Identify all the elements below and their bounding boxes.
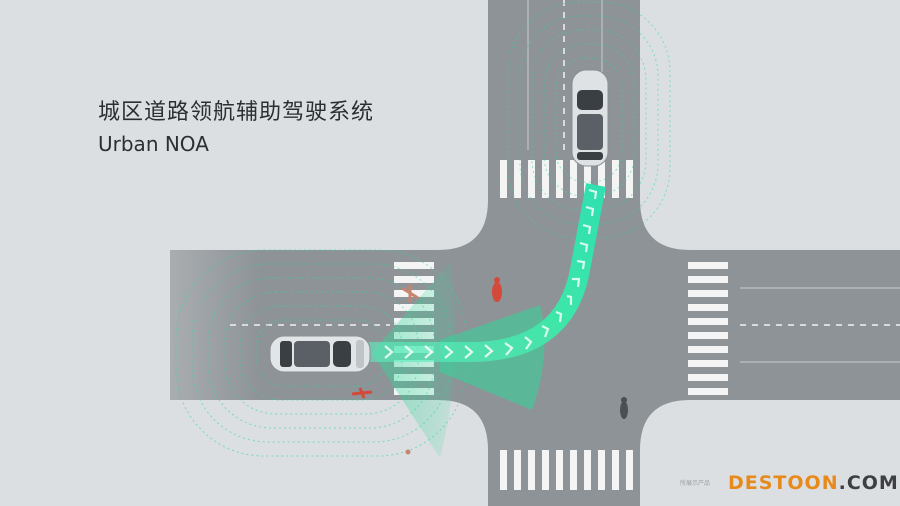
watermark: DESTOON.COM — [728, 472, 899, 494]
crosswalk-east — [688, 262, 728, 395]
pedestrian-icon — [620, 397, 628, 419]
crosswalk-north — [500, 160, 633, 198]
feature-title-chinese: 城区道路领航辅助驾驶系统 — [98, 100, 375, 125]
cyclist-icon — [492, 277, 502, 302]
oncoming-car-icon — [571, 69, 609, 167]
pedestrian-icon — [405, 449, 411, 455]
path-chevrons — [384, 188, 598, 359]
watermark-brand: DESTOON — [728, 472, 839, 494]
ego-car-icon — [269, 335, 371, 373]
oncoming-car-sensor-waves — [507, 1, 671, 239]
feature-title-english: Urban NOA — [98, 132, 209, 156]
cyclist-icon — [401, 284, 419, 302]
footnote: 所展示产品 — [680, 481, 711, 487]
cyclist-icon — [351, 387, 373, 399]
crosswalk-south — [500, 450, 633, 490]
planned-path — [362, 183, 606, 362]
watermark-tld: .COM — [838, 472, 899, 494]
